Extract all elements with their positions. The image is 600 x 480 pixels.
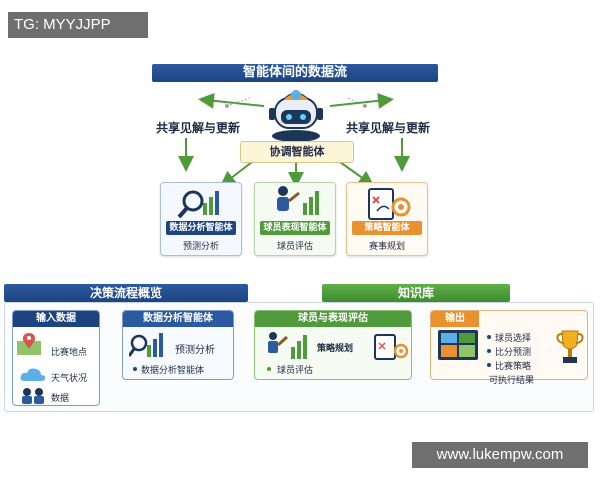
player-bars-icon [268,332,307,359]
kb-title-bar: 知识库 [322,284,510,302]
player-panel: 球员与表现评估 策略规划 球员评估 [254,310,412,380]
analysis-bullet [133,367,137,371]
watermark-bottom: www.lukempw.com [412,442,588,468]
decision-title: 决策流程概览 [89,286,162,300]
output-item-result: 可执行结果 [489,376,535,386]
trophy-icon [556,330,584,363]
input-item-weather: 天气状况 [51,374,88,384]
analysis-head: 数据分析智能体 [123,311,233,327]
player-item-evaluate: 球员评估 [277,366,314,376]
agent-sub-strategy: 赛事规划 [368,242,405,252]
players-icon [22,388,44,404]
strategy-board-icon [374,334,409,360]
output-item-strategy: 比赛策略 [495,362,532,372]
analysis-panel: 数据分析智能体 预测分析 数据分析智能体 [122,310,234,380]
agent-card-data: 数据分析智能体 预测分析 [160,182,242,256]
analysis-chart-icon [129,333,163,357]
dataflow-title: 智能体间的数据流 [152,64,438,82]
agent-sub-player: 球员评估 [276,242,313,252]
analysis-item-predict: 预测分析 [175,345,215,356]
agent-card-strategy: 策略智能体 赛事规划 [346,182,428,256]
kb-title: 知识库 [397,286,434,300]
agent-name-data: 数据分析智能体 [166,221,236,235]
input-head: 输入数据 [13,311,99,327]
output-item-selection: 球员选择 [495,334,532,344]
agent-card-player: 球员表现智能体 球员评估 [254,182,336,256]
output-bullet-3 [487,363,491,367]
player-head: 球员与表现评估 [255,311,411,327]
player-bullet [267,367,271,371]
map-pin-icon [17,333,41,355]
coordinator-box: 协调智能体 [240,141,354,163]
share-right-label: 共享见解与更新 [346,121,431,135]
clipboard-target-icon [368,188,411,220]
output-bullet-1 [487,335,491,339]
dashboard-icon [438,330,478,360]
input-panel: 输入数据 比赛地点 天气状况 数据 [12,310,100,406]
cloud-icon [20,368,46,381]
robot-icon [269,90,323,142]
output-panel: 输出 球员选择 比分预测 比赛策略 可执行结果 [430,310,588,386]
analysis-item-agent: 数据分析智能体 [141,366,205,376]
output-head: 输出 [431,311,479,327]
player-item-strategy: 策略规划 [317,344,354,354]
agent-sub-data: 预测分析 [182,242,219,252]
magnifier-chart-icon [177,190,219,219]
input-item-location: 比赛地点 [51,348,88,358]
player-chart-icon [277,186,319,215]
agent-name-strategy: 策略智能体 [352,221,422,235]
agent-name-player: 球员表现智能体 [260,221,330,235]
share-left-label: 共享见解与更新 [156,121,241,135]
decision-title-bar: 决策流程概览 [4,284,248,302]
output-bullet-2 [487,349,491,353]
watermark-top: TG: MYYJJPP [8,12,148,38]
output-item-score: 比分预测 [495,348,532,358]
input-item-data: 数据 [51,394,70,404]
